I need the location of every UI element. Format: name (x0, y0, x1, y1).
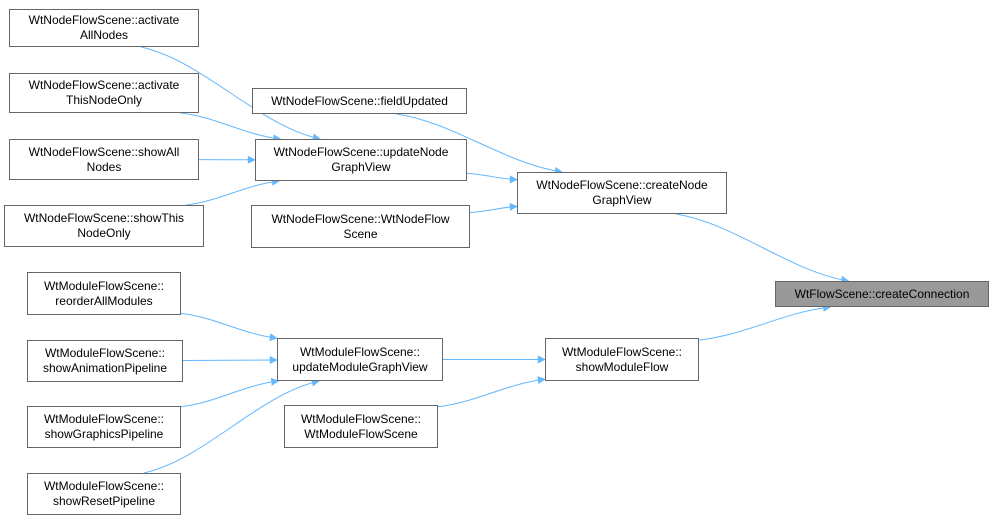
node-label-line1: WtNodeFlowScene::fieldUpdated (271, 93, 448, 108)
node-label-line1: WtNodeFlowScene::showAll (28, 144, 180, 159)
node-label-line2: NodeOnly (77, 226, 131, 240)
call-edge-n_node_ctor-to-n_create_node_graph (469, 202, 518, 213)
node-label-line1: WtModuleFlowScene:: (300, 411, 422, 426)
node-label-line2: AllNodes (79, 28, 129, 42)
node-label-line2: Scene (343, 226, 378, 241)
node-label-line2: updateModuleGraphView (292, 359, 428, 374)
node-label-line2: Nodes (86, 159, 122, 174)
node-show-module-flow[interactable]: WtModuleFlowScene:: showModuleFlow (545, 338, 699, 381)
node-show-all-nodes[interactable]: WtNodeFlowScene::showAll Nodes (9, 139, 199, 180)
call-edge-n_activate_all-to-n_update_node_graph (140, 46, 321, 142)
call-edge-n_activate_this-to-n_update_node_graph (180, 112, 282, 143)
node-label-line1: WtModuleFlowScene:: (299, 344, 421, 359)
node-label-line1: WtNodeFlowScene::createNode (536, 178, 708, 192)
call-edge-n_module_ctor-to-n_show_module_flow (437, 376, 546, 408)
call-edge-n_reorder-to-n_update_module_graph (180, 312, 278, 342)
node-show-this-node-only[interactable]: WtNodeFlowScene::showThis NodeOnly (4, 205, 204, 247)
node-wt-node-flow-scene-constructor[interactable]: WtNodeFlowScene::WtNodeFlow Scene (251, 205, 470, 248)
node-create-connection[interactable]: WtFlowScene::createConnection (775, 281, 989, 307)
node-label-line1: WtModuleFlowScene:: (43, 412, 165, 426)
node-activate-this-node-only[interactable]: WtNodeFlowScene::activate ThisNodeOnly (9, 73, 199, 113)
node-label-line1: WtNodeFlowScene::showThis (23, 211, 185, 225)
node-wt-module-flow-scene-constructor[interactable]: WtModuleFlowScene:: WtModuleFlowScene (284, 405, 438, 448)
node-label-line1: WtModuleFlowScene:: (43, 278, 165, 293)
call-edge-n_show_module_flow-to-n_create_connection (698, 303, 832, 341)
node-update-module-graph-view[interactable]: WtModuleFlowScene:: updateModuleGraphVie… (277, 338, 443, 381)
node-reorder-all-modules[interactable]: WtModuleFlowScene:: reorderAllModules (27, 272, 181, 315)
node-label-line1: WtModuleFlowScene:: (43, 479, 165, 493)
node-show-graphics-pipeline[interactable]: WtModuleFlowScene:: showGraphicsPipeline (27, 406, 181, 448)
call-edge-n_update_node_graph-to-n_create_node_graph (466, 172, 518, 184)
node-label-line2: showAnimationPipeline (42, 361, 168, 375)
node-create-node-graph-view[interactable]: WtNodeFlowScene::createNode GraphView (517, 172, 727, 214)
node-label-line1: WtNodeFlowScene::WtNodeFlow (271, 211, 450, 226)
call-edge-n_show_this-to-n_update_node_graph (185, 177, 281, 206)
node-label-line2: showResetPipeline (52, 494, 156, 508)
node-label-line1: WtNodeFlowScene::activate (28, 78, 180, 92)
node-label-line2: showModuleFlow (575, 359, 669, 374)
node-activate-all-nodes[interactable]: WtNodeFlowScene::activate AllNodes (9, 9, 199, 47)
call-edge-n_show_anim-to-n_update_module_graph (182, 356, 278, 365)
node-show-reset-pipeline[interactable]: WtModuleFlowScene:: showResetPipeline (27, 473, 181, 515)
node-label-line1: WtModuleFlowScene:: (561, 344, 683, 359)
node-field-updated[interactable]: WtNodeFlowScene::fieldUpdated (252, 88, 467, 114)
node-show-animation-pipeline[interactable]: WtModuleFlowScene:: showAnimationPipelin… (27, 340, 183, 382)
node-label-line2: reorderAllModules (55, 293, 153, 308)
call-edge-n_field_updated-to-n_create_node_graph (396, 113, 563, 175)
node-label-line1: WtFlowScene::createConnection (794, 286, 970, 301)
node-label-line2: GraphView (592, 193, 652, 207)
node-update-node-graph-view[interactable]: WtNodeFlowScene::updateNode GraphView (255, 139, 467, 181)
node-label-line1: WtModuleFlowScene:: (44, 346, 166, 360)
call-edge-n_show_reset-to-n_update_module_graph (143, 378, 320, 474)
node-label-line1: WtNodeFlowScene::activate (28, 13, 180, 27)
node-label-line2: showGraphicsPipeline (44, 427, 164, 441)
node-label-line2: ThisNodeOnly (65, 93, 143, 107)
node-label-line2: GraphView (331, 160, 391, 174)
call-edge-n_show_graphics-to-n_update_module_graph (180, 377, 280, 408)
node-label-line2: WtModuleFlowScene (304, 426, 418, 441)
call-edge-n_create_node_graph-to-n_create_connection (675, 213, 850, 284)
node-label-line1: WtNodeFlowScene::updateNode (273, 145, 449, 159)
